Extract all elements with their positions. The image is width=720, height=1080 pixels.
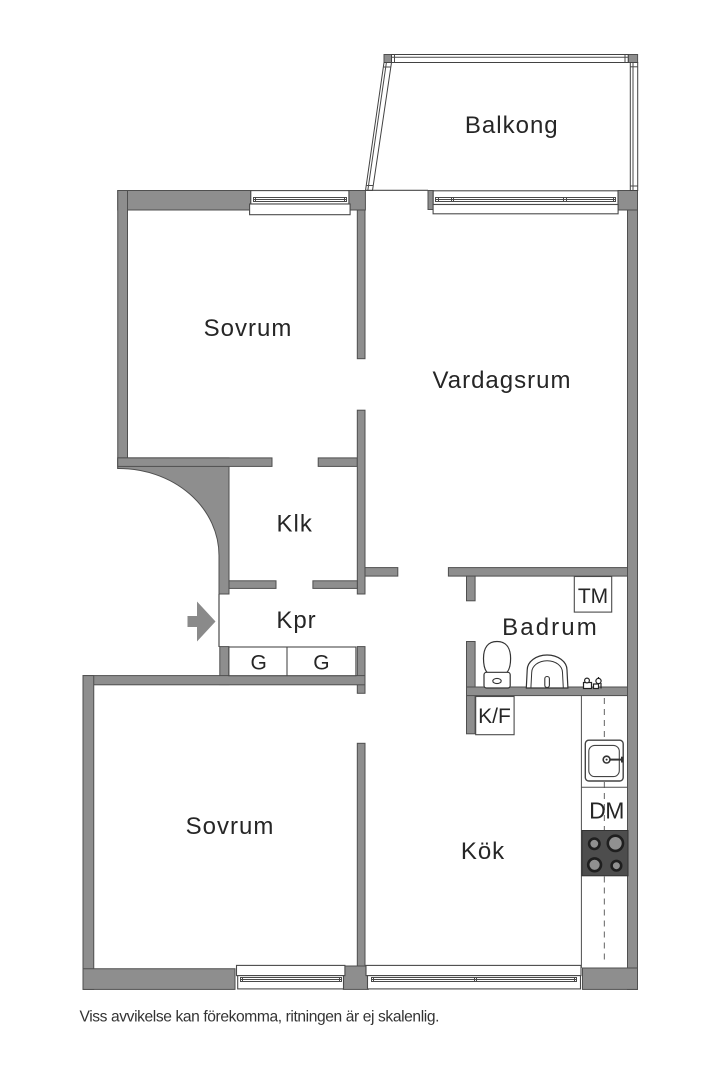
svg-text:Kök: Kök (461, 838, 505, 865)
svg-text:Vardagsrum: Vardagsrum (433, 367, 572, 394)
svg-text:G: G (313, 652, 329, 675)
svg-text:Sovrum: Sovrum (204, 315, 293, 342)
svg-text:Klk: Klk (277, 511, 313, 538)
svg-text:K/F: K/F (478, 705, 511, 728)
svg-text:DM: DM (589, 798, 624, 824)
svg-text:Sovrum: Sovrum (186, 813, 275, 840)
svg-text:Badrum: Badrum (502, 614, 599, 641)
svg-text:G: G (251, 652, 267, 675)
svg-text:Viss avvikelse kan förekomma,: Viss avvikelse kan förekomma, ritningen … (80, 1009, 440, 1026)
svg-text:Kpr: Kpr (276, 607, 316, 634)
svg-text:Balkong: Balkong (465, 112, 559, 139)
svg-text:TM: TM (578, 585, 608, 608)
